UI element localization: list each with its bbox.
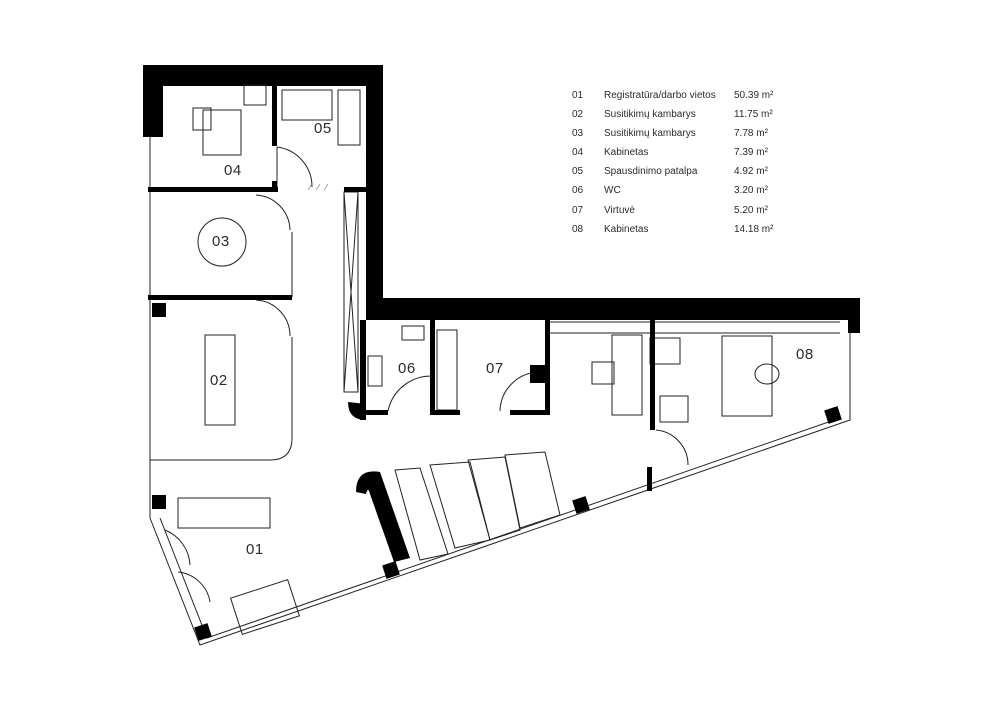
legend-area: 4.92 m² bbox=[734, 166, 768, 178]
legend-name: Susitikimų kambarys bbox=[604, 128, 696, 140]
legend-name: Kabinetas bbox=[604, 147, 649, 159]
room-label-07: 07 bbox=[486, 360, 504, 377]
legend-number: 01 bbox=[572, 90, 584, 101]
legend-number: 03 bbox=[572, 128, 584, 140]
legend-number: 05 bbox=[572, 166, 584, 178]
legend-number: 04 bbox=[572, 147, 584, 159]
legend-number: 08 bbox=[572, 223, 584, 235]
legend-area: 7.39 m² bbox=[734, 147, 768, 159]
internal-walls bbox=[148, 86, 842, 641]
room-label-01: 01 bbox=[246, 541, 264, 558]
legend-area: 11.75 m² bbox=[734, 109, 773, 121]
legend-name: Spausdinimo patalpa bbox=[604, 166, 698, 178]
legend-area: 5.20 m² bbox=[734, 204, 768, 216]
wall-north-west bbox=[143, 65, 860, 333]
legend-number: 02 bbox=[572, 109, 584, 121]
room-label-02: 02 bbox=[210, 372, 228, 389]
room-label-04: 04 bbox=[224, 162, 242, 179]
room-label-05: 05 bbox=[314, 120, 332, 137]
legend-area: 14.18 m² bbox=[734, 223, 774, 235]
partitions bbox=[149, 84, 851, 646]
legend-area: 7.78 m² bbox=[734, 128, 768, 140]
legend-area: 50.39 m² bbox=[734, 90, 774, 101]
outer-walls bbox=[143, 65, 860, 333]
legend-name: Kabinetas bbox=[604, 223, 649, 235]
legend-name: Susitikimų kambarys bbox=[604, 109, 696, 121]
room-label-06: 06 bbox=[398, 360, 416, 377]
legend-name: Registratūra/darbo vietos bbox=[604, 90, 716, 101]
legend-number: 07 bbox=[572, 204, 584, 216]
legend-area: 3.20 m² bbox=[734, 185, 768, 197]
room-label-08: 08 bbox=[796, 346, 814, 363]
room-label-03: 03 bbox=[212, 233, 230, 250]
legend-name: Virtuvė bbox=[604, 204, 635, 216]
legend-number: 06 bbox=[572, 185, 584, 197]
legend-name: WC bbox=[604, 185, 621, 197]
hatch-05 bbox=[307, 183, 329, 191]
